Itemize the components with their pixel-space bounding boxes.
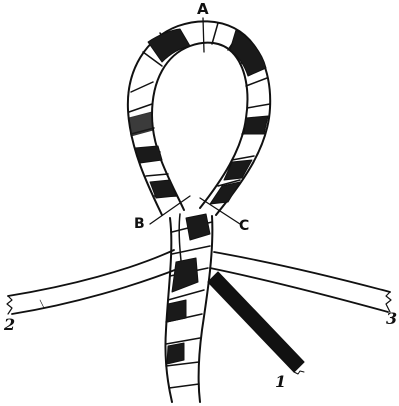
label-a: A [197,2,209,17]
label-strand-2: 2 [4,317,15,333]
label-b: B [134,217,145,231]
strand-1 [208,272,304,374]
strand-2 [7,250,180,314]
marker-a [203,18,204,52]
label-strand-3: 3 [386,311,397,327]
standing-part-shading [167,214,210,364]
label-c: C [239,219,249,233]
label-strand-1: 1 [275,374,286,390]
